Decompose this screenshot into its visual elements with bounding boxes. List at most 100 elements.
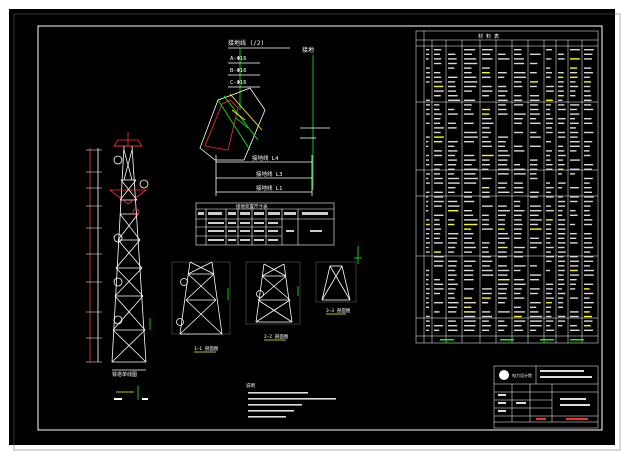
- table-cell-text: [546, 191, 551, 193]
- table-cell-text: [530, 279, 540, 281]
- table-cell-text: [514, 223, 523, 226]
- table-cell-text: [570, 256, 578, 258]
- table-cell-text: [426, 141, 429, 143]
- table-cell-text: [546, 325, 551, 327]
- table-cell-text: [434, 242, 443, 244]
- table-cell-text: [434, 283, 444, 285]
- table-cell-text: [514, 76, 526, 78]
- table-cell-text: [558, 72, 564, 74]
- table-cell-text: [558, 76, 564, 78]
- table-cell-text: [584, 122, 593, 124]
- table-cell-text: [482, 246, 489, 249]
- table-cell-text: [584, 53, 593, 55]
- section-view-1: 1—1 剖面图: [171, 261, 231, 353]
- table-cell-text: [434, 53, 440, 55]
- table-cell-text: [546, 141, 552, 143]
- table-cell-text: [434, 49, 442, 51]
- table-cell-text: [558, 251, 566, 253]
- table-cell-text: [546, 223, 552, 226]
- table-cell-text: [426, 136, 430, 138]
- table-cell-text: [426, 58, 429, 60]
- table-cell-text: [464, 200, 475, 203]
- table-cell-text: [514, 99, 523, 101]
- view2-caption: 2—2 剖面图: [264, 333, 289, 340]
- table-cell-text: [584, 233, 592, 235]
- tag-a: A-Φ16: [230, 56, 247, 62]
- table-cell-text: [426, 164, 430, 166]
- table-cell-text: [570, 283, 576, 285]
- table-cell-text: [464, 279, 474, 281]
- table-cell-text: [426, 269, 430, 272]
- table-cell-text: [584, 274, 594, 276]
- table-cell-text: [482, 219, 490, 221]
- table-cell-text: [530, 329, 537, 331]
- table-cell-text: [426, 297, 429, 299]
- table-cell-text: [434, 76, 442, 78]
- table-cell-text: [448, 325, 458, 327]
- table-marker: [500, 339, 514, 341]
- table-cell-text: [498, 223, 506, 226]
- table-cell-text: [498, 95, 506, 97]
- table-cell-text: [558, 154, 566, 157]
- schedule-table: 接地装置尺寸表: [195, 202, 335, 246]
- table-cell-text: [530, 177, 538, 180]
- table-cell-text: [498, 164, 508, 166]
- table-cell-text: [498, 173, 509, 175]
- table-cell-text: [530, 242, 542, 244]
- table-cell-text: [570, 76, 578, 78]
- table-cell-text: [482, 131, 492, 134]
- table-cell-text: [464, 233, 474, 235]
- model-space: [9, 9, 615, 445]
- table-cell-text: [514, 297, 525, 299]
- table-cell-text: [546, 182, 551, 184]
- table-cell-text: [448, 242, 457, 244]
- table-cell-text: [570, 274, 579, 276]
- table-cell-text: [464, 141, 475, 143]
- table-cell-text: [482, 297, 491, 299]
- table-cell-text: [464, 306, 472, 308]
- table-cell-text: [546, 228, 552, 230]
- table-cell-text: [448, 173, 455, 175]
- table-cell-text: [464, 242, 475, 244]
- table-cell-text: [448, 127, 457, 129]
- table-cell-text: [558, 173, 563, 175]
- table-cell-text: [558, 187, 563, 189]
- table-cell-text: [448, 269, 456, 272]
- table-cell-text: [426, 154, 429, 157]
- table-cell-text: [498, 325, 508, 327]
- table-cell-text: [514, 265, 526, 267]
- table-cell-text: [448, 108, 455, 111]
- table-cell-text: [530, 196, 538, 198]
- table-cell-text: [426, 329, 429, 331]
- table-cell-text: [426, 223, 430, 226]
- table-cell-text: [584, 187, 592, 189]
- notes-heading: 说明: [246, 382, 255, 389]
- table-cell-text: [464, 315, 476, 318]
- table-cell-text: [464, 219, 478, 221]
- table-cell-text: [558, 297, 564, 299]
- table-cell-text: [530, 315, 542, 318]
- table-cell-text: [584, 67, 592, 69]
- table-cell-text: [514, 81, 522, 83]
- table-cell-text: [530, 81, 538, 83]
- table-cell-text: [584, 196, 594, 198]
- table-cell-text: [514, 62, 525, 65]
- table-cell-text: [448, 141, 458, 143]
- table-cell-text: [584, 72, 593, 74]
- table-cell-text: [482, 311, 491, 313]
- table-cell-text: [464, 329, 475, 331]
- table-cell-text: [426, 242, 430, 244]
- table-cell-text: [514, 164, 521, 166]
- table-cell-text: [482, 122, 494, 124]
- table-cell-text: [434, 205, 442, 207]
- table-cell-text: [434, 177, 443, 180]
- table-cell-text: [584, 265, 591, 267]
- table-cell-text: [558, 53, 564, 55]
- table-cell-text: [448, 292, 455, 295]
- table-cell-text: [546, 256, 554, 258]
- table-cell-text: [434, 233, 441, 235]
- table-cell-text: [448, 251, 455, 253]
- table-cell-text: [558, 315, 566, 318]
- table-cell-text: [498, 292, 506, 295]
